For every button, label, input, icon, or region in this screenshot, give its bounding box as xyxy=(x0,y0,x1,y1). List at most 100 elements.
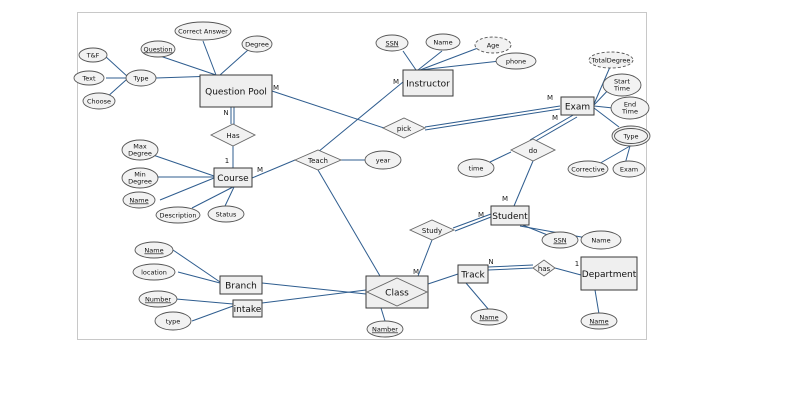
attribute-label: Namber xyxy=(372,326,398,334)
attribute-label: Choose xyxy=(87,98,111,106)
entity-exam[interactable]: Exam xyxy=(560,96,595,116)
attribute-ellipse xyxy=(567,160,609,178)
cardinality-label: 1 xyxy=(575,260,579,268)
entity-qpool[interactable]: Question Pool xyxy=(199,74,273,108)
attribute-cnumber[interactable]: Namber xyxy=(366,320,404,338)
relationship-do[interactable]: do xyxy=(509,138,557,162)
connector-line xyxy=(380,307,386,322)
relationship-diamond xyxy=(293,149,343,171)
attribute-ellipse xyxy=(174,21,232,41)
attribute-status[interactable]: Status xyxy=(207,205,245,223)
entity-instructor[interactable]: Instructor xyxy=(402,69,454,97)
attribute-number[interactable]: Number xyxy=(138,290,178,308)
entity-label: Track xyxy=(460,271,485,281)
connector-line xyxy=(172,249,221,283)
entity-label: Department xyxy=(582,270,637,280)
attribute-question[interactable]: Question xyxy=(140,40,176,58)
attribute-phone[interactable]: phone xyxy=(495,52,537,70)
attribute-correct[interactable]: Correct Answer xyxy=(174,21,232,41)
attribute-type[interactable]: Type xyxy=(125,69,157,87)
attribute-tf[interactable]: T&F xyxy=(78,47,108,63)
entity-box xyxy=(580,256,638,291)
diagram-shapes: Question PoolInstructorExamCourseStudent… xyxy=(73,21,651,338)
relationship-teach[interactable]: Teach xyxy=(293,149,343,171)
attribute-year[interactable]: year xyxy=(364,150,402,170)
entity-class[interactable]: Class xyxy=(365,275,429,309)
entity-course[interactable]: Course xyxy=(213,167,253,188)
connector-lines xyxy=(104,40,631,322)
connector-line xyxy=(271,90,385,129)
attribute-time[interactable]: time xyxy=(457,158,495,178)
relationship-has2[interactable]: has xyxy=(532,259,556,277)
entity-track[interactable]: Track xyxy=(457,264,489,284)
attribute-choose[interactable]: Choose xyxy=(82,92,116,110)
connector-line xyxy=(419,47,479,71)
relationship-study[interactable]: Study xyxy=(408,219,456,241)
entity-box xyxy=(560,96,595,116)
attribute-ellipse xyxy=(121,167,159,189)
identifying-diamond xyxy=(365,277,429,307)
attribute-label: phone xyxy=(506,58,526,66)
attribute-dname[interactable]: Name xyxy=(580,312,618,330)
attribute-bname[interactable]: Name xyxy=(134,241,174,259)
connector-line xyxy=(202,40,217,76)
relationship-pick[interactable]: pick xyxy=(381,117,427,139)
attribute-desc[interactable]: Description xyxy=(155,206,201,224)
attribute-label: Status xyxy=(216,211,237,219)
attribute-ellipse xyxy=(122,191,156,209)
connector-line xyxy=(452,213,492,229)
attribute-ellipse xyxy=(154,311,192,331)
connector-line xyxy=(159,55,217,76)
attribute-ellipse xyxy=(82,92,116,110)
attribute-tname[interactable]: Name xyxy=(470,308,508,326)
attribute-ellipse xyxy=(541,231,579,249)
entity-department[interactable]: Department xyxy=(580,256,638,291)
attribute-exam[interactable]: Exam xyxy=(612,160,646,178)
cardinality-label: M xyxy=(257,166,263,174)
entity-student[interactable]: Student xyxy=(490,205,530,226)
attribute-cname[interactable]: Name xyxy=(122,191,156,209)
connector-line xyxy=(531,116,578,144)
attribute-total[interactable]: TotalDegree xyxy=(588,51,634,69)
entity-label: Branch xyxy=(225,282,257,292)
relationship-label: Has xyxy=(226,132,240,140)
attribute-ellipse xyxy=(138,290,178,308)
attribute-etype[interactable]: Type xyxy=(611,125,651,147)
connector-line xyxy=(251,159,296,179)
cardinality-label: M xyxy=(547,94,553,102)
entity-box xyxy=(232,299,263,318)
entity-box xyxy=(457,264,489,284)
entity-label: Instructor xyxy=(406,80,450,90)
attribute-location[interactable]: location xyxy=(132,263,176,281)
connector-line xyxy=(593,107,620,128)
attribute-itype[interactable]: type xyxy=(154,311,192,331)
attribute-text[interactable]: Text xyxy=(73,70,105,86)
attribute-label: SSN xyxy=(385,40,398,48)
relationship-label: Teach xyxy=(307,157,328,165)
entity-label: Student xyxy=(492,212,528,222)
connector-line xyxy=(593,105,614,109)
attribute-ellipse xyxy=(132,263,176,281)
attribute-corrective[interactable]: Corrective xyxy=(567,160,609,178)
attribute-degree[interactable]: Degree xyxy=(241,35,273,53)
connector-line xyxy=(177,271,221,284)
attribute-sssn[interactable]: SSN xyxy=(541,231,579,249)
attribute-iname[interactable]: Name xyxy=(425,33,461,51)
relationship-diamond xyxy=(509,138,557,162)
cardinality-label: M xyxy=(413,268,419,276)
attribute-label: Description xyxy=(159,212,196,220)
connector-line xyxy=(152,154,215,177)
entity-branch[interactable]: Branch xyxy=(219,275,263,295)
attribute-label: Type xyxy=(623,133,639,141)
relationship-has1[interactable]: Has xyxy=(209,123,257,147)
entity-intake[interactable]: intake xyxy=(232,299,263,318)
attribute-sname[interactable]: Name xyxy=(580,230,622,250)
connector-line xyxy=(261,289,367,304)
attribute-issn[interactable]: SSN xyxy=(375,34,409,52)
attribute-age[interactable]: Age xyxy=(474,36,512,54)
